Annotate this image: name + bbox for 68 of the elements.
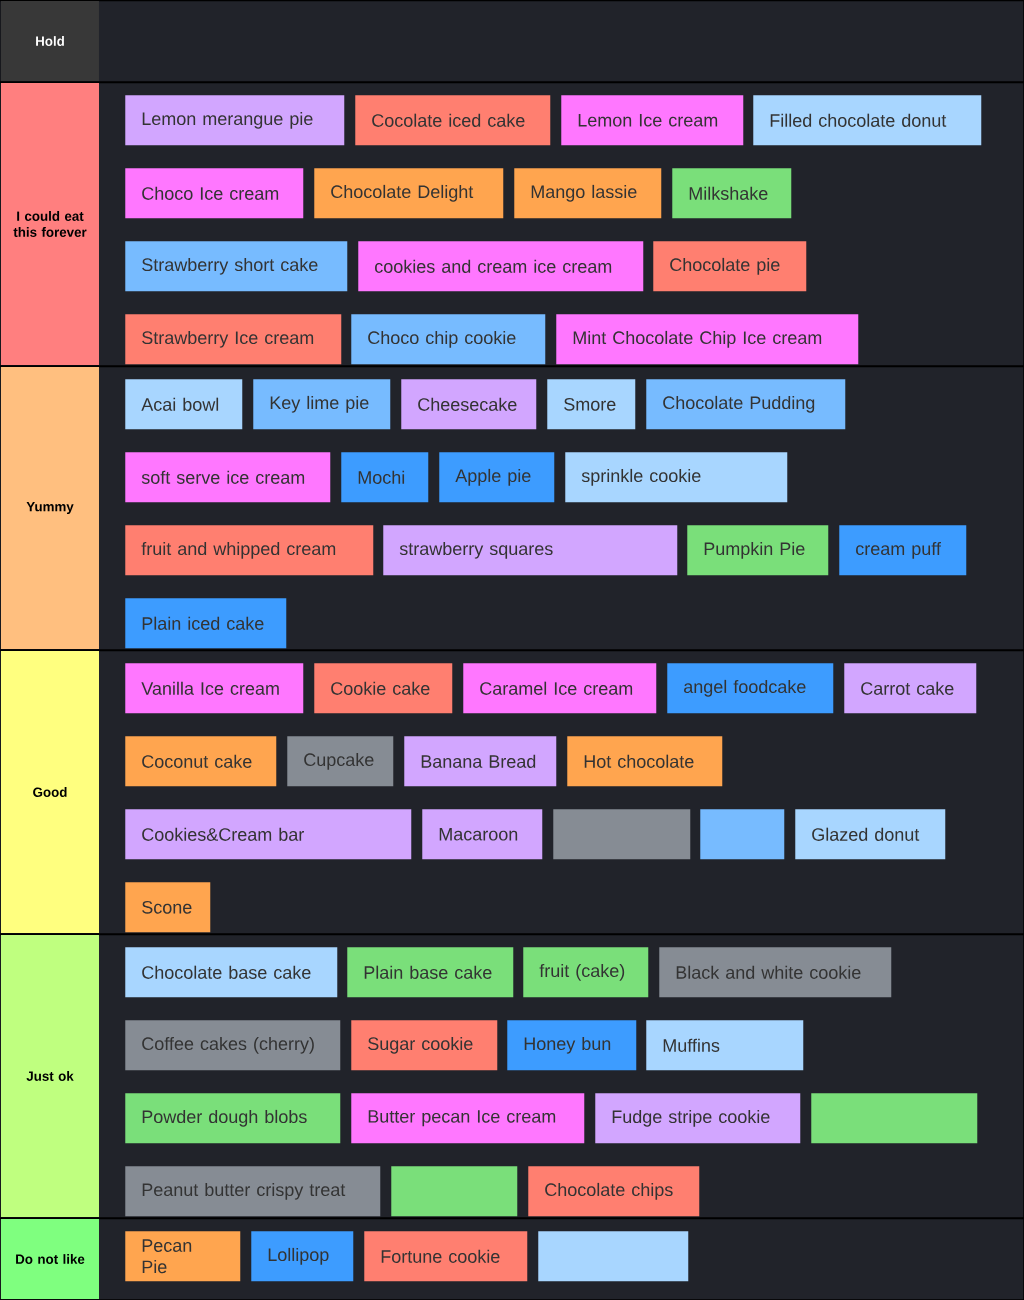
item-tile: Cookies&Cream bar [125,809,412,860]
item-tile: Banana Bread [404,736,557,787]
item-tile: Hot chocolate [567,736,723,787]
item-tile: Peanut butter crispy treat [125,1166,381,1217]
node-label: I could eat this forever [13,211,87,237]
item-tile: Smore [547,379,636,430]
item-tile: Cupcake [287,736,394,787]
item-tile: Chocolate pie [653,241,807,292]
item-tile: Filled chocolate donut [753,95,982,146]
item-tile: Honey bun [507,1020,637,1071]
item-tile: Acai bowl [125,379,243,430]
item-tile: Chocolate Pudding [646,379,846,430]
item-tile: Coconut cake [125,736,277,787]
item-tile: Lemon merangue pie [125,95,345,146]
item-tile: Muffins [646,1020,804,1071]
item-tile: Choco Ice cream [125,168,304,219]
node-label: Good [33,787,67,797]
item-tile: Mochi [341,452,429,503]
item-tile: Sugar cookie [351,1020,498,1071]
item-tile: Butter pecan Ice cream [351,1093,585,1144]
item-tile: cookies and cream ice cream [358,241,644,292]
blank-tile [811,1093,978,1144]
item-tile: Scone [125,882,211,933]
item-tile: Key lime pie [253,379,391,430]
item-tile: Pecan Pie [125,1231,241,1282]
blank-tile [391,1166,518,1217]
item-tile: Choco chip cookie [351,314,546,365]
blank-tile [700,809,785,860]
tier-row: Hold [0,1,1024,82]
item-tile: Fortune cookie [364,1231,528,1282]
item-tile: Chocolate base cake [125,947,338,998]
item-tile: Carrot cake [844,663,977,714]
item-tile: Pumpkin Pie [687,525,829,576]
item-tile: Apple pie [439,452,555,503]
item-tile: Fudge stripe cookie [595,1093,801,1144]
item-tile: Glazed donut [795,809,946,860]
item-tile: strawberry squares [383,525,678,576]
item-tile: Black and white cookie [659,947,892,998]
item-tile: Lollipop [251,1231,354,1282]
item-tile: cream puff [839,525,967,576]
node-label: Hold [36,36,64,46]
item-tile: Chocolate chips [528,1166,700,1217]
item-tile: Powder dough blobs [125,1093,341,1144]
blank-tile [538,1231,689,1282]
node-label: Just ok [26,1071,74,1081]
item-tile: Cheesecake [401,379,537,430]
item-tile: sprinkle cookie [565,452,788,503]
item-tile: Coffee cakes (cherry) [125,1020,341,1071]
item-tile: Vanilla Ice cream [125,663,304,714]
item-tile: Caramel Ice cream [463,663,657,714]
item-tile: Macaroon [422,809,543,860]
item-tile: Milkshake [672,168,792,219]
item-tile: fruit (cake) [523,947,649,998]
item-tile: Strawberry Ice cream [125,314,342,365]
blank-tile [553,809,691,860]
item-tile: Plain base cake [347,947,514,998]
item-tile: Mint Chocolate Chip Ice cream [556,314,859,365]
item-tile: angel foodcake [667,663,834,714]
item-tile: Cookie cake [314,663,453,714]
item-tile: Mango lassie [514,168,662,219]
item-tile: fruit and whipped cream [125,525,374,576]
item-tile: Cocolate iced cake [355,95,551,146]
item-tile: Lemon Ice cream [561,95,744,146]
item-tile: Chocolate Delight [314,168,504,219]
node-label: Yummy [26,502,74,514]
item-tile: soft serve ice cream [125,452,331,503]
item-tile: Plain iced cake [125,598,287,649]
item-tile: Strawberry short cake [125,241,348,292]
